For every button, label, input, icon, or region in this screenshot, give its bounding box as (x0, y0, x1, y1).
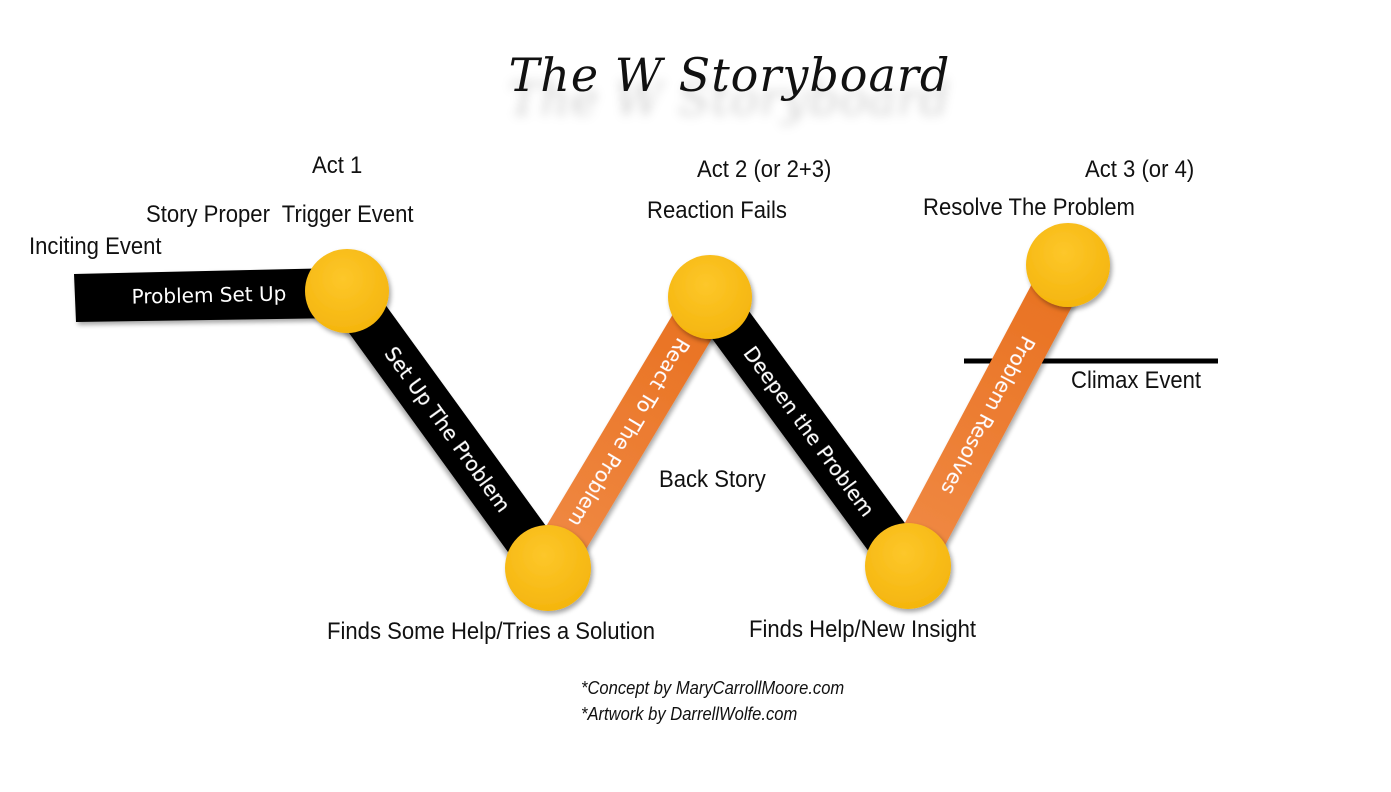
segment-label-deepen-the-problem: Deepen the Problem (739, 342, 880, 521)
node-finds-some-help (505, 525, 591, 611)
segment-label-problem-set-up: Problem Set Up (131, 281, 286, 308)
artwork-credit: *Artwork by DarrellWolfe.com (581, 704, 798, 724)
act-1-label: Act 1 (312, 152, 363, 179)
climax-event-label: Climax Event (1071, 367, 1202, 394)
back-story-label: Back Story (659, 466, 766, 493)
page-title: The W Storyboard (508, 48, 951, 102)
segment-bar (887, 254, 1089, 577)
inciting-event-label: Inciting Event (29, 233, 162, 260)
node-trigger-event (305, 249, 389, 333)
segment-label-react-to-the-problem: React To The Problem (563, 334, 694, 531)
node-finds-help-new-insight (865, 523, 951, 609)
segment-problem-set-up: Problem Set Up (74, 268, 342, 322)
segment-label-problem-resolves: Problem Resolves (936, 332, 1040, 499)
reaction-fails-label: Reaction Fails (647, 197, 787, 224)
title-shadow: The W Storyboard (508, 72, 951, 126)
concept-credit: *Concept by MaryCarrollMoore.com (581, 678, 845, 698)
story-proper-trigger-label: Story Proper Trigger Event (146, 201, 414, 228)
finds-help-new-insight-label: Finds Help/New Insight (749, 616, 977, 643)
segment-bar (528, 285, 730, 580)
node-reaction-fails (668, 255, 752, 339)
node-resolve-the-problem (1026, 223, 1110, 307)
segment-label-set-up-the-problem: Set Up The Problem (380, 342, 516, 517)
segment-bar (691, 283, 927, 580)
finds-some-help-label: Finds Some Help/Tries a Solution (327, 618, 656, 645)
resolve-the-problem-label: Resolve The Problem (923, 194, 1135, 221)
act-2-label: Act 2 (or 2+3) (697, 156, 832, 183)
act-3-label: Act 3 (or 4) (1085, 156, 1195, 183)
segment-bar (328, 277, 567, 582)
